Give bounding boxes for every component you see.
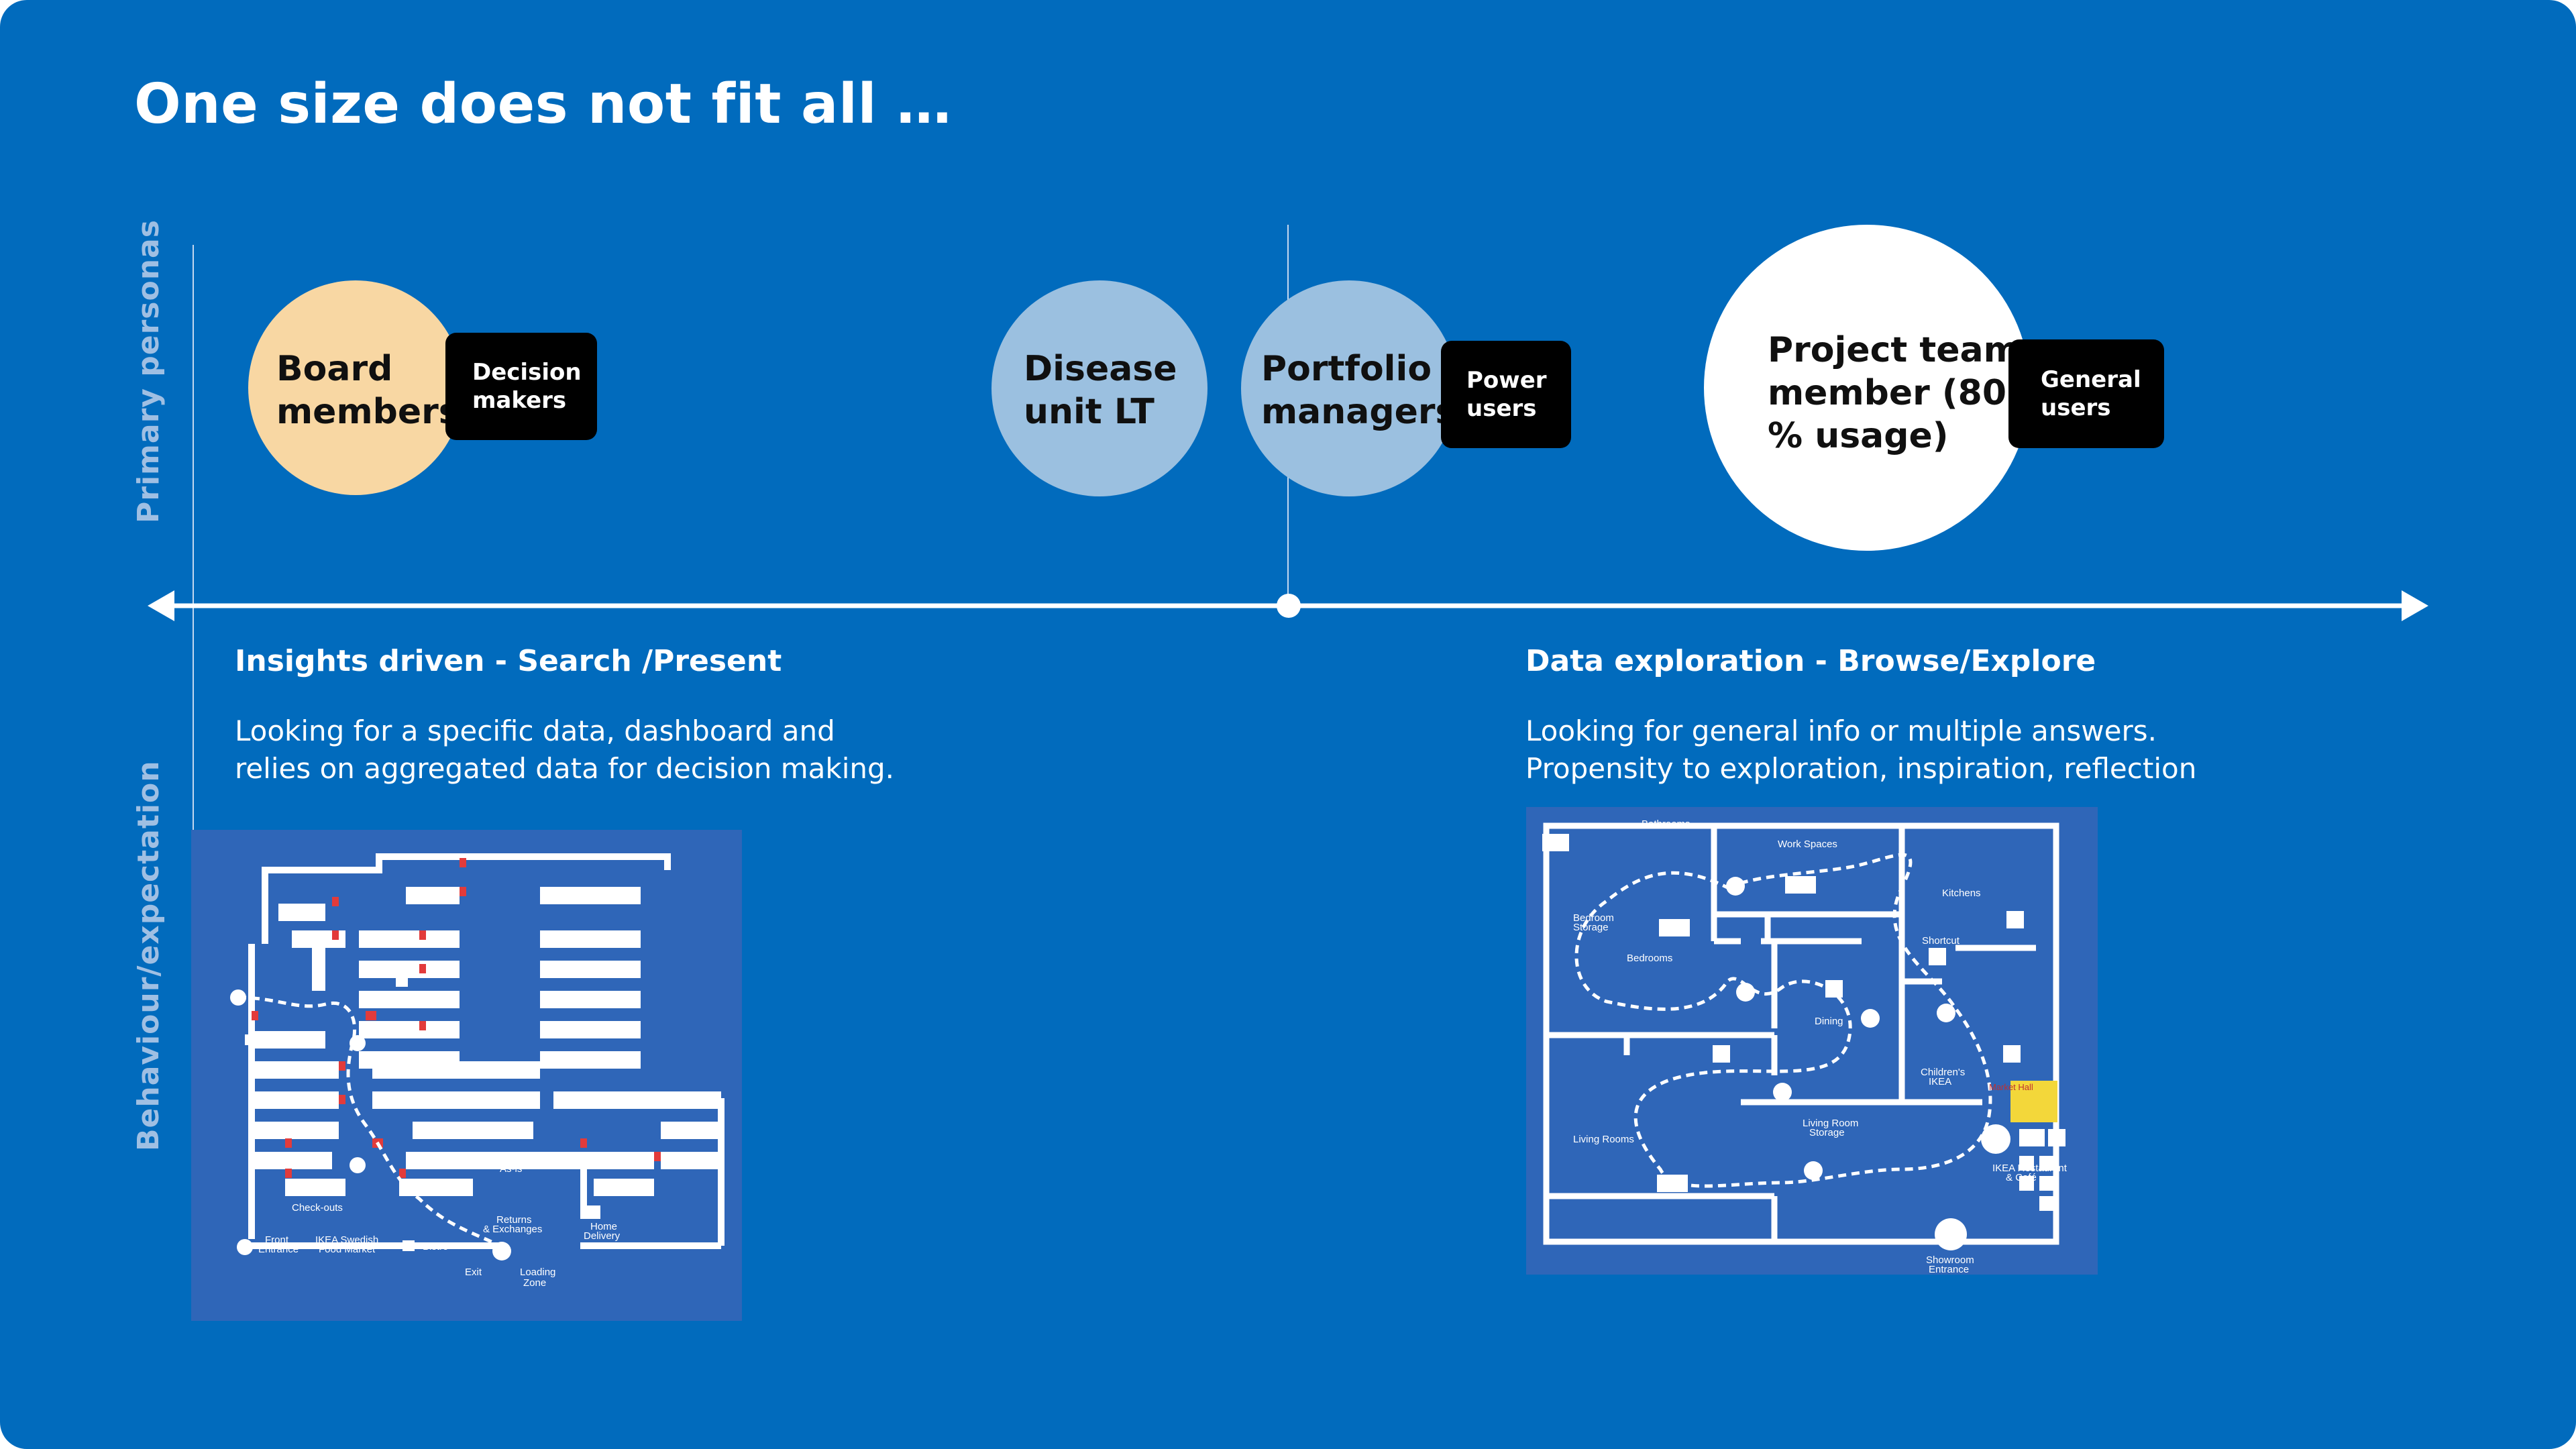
badge-line: Power [1466,367,1547,394]
right-description-line: Looking for general info or multiple ans… [1525,714,2157,747]
map-label-restaurant-1: IKEA Restaurant [1992,1163,2068,1174]
persona-board-members: Board members [248,280,463,495]
store-map-as-is: As-is Check-outs Returns & Exchanges Hom… [191,830,742,1321]
map-label-childrens-2: IKEA [1929,1076,1951,1087]
badge-decision-makers: Decision makers [445,333,597,440]
map-label-delivery: Delivery [584,1230,621,1242]
map-label-restaurant-2: & Café [2006,1172,2037,1183]
map-label-food-2: Food Market [319,1244,376,1255]
map-label-zone: Zone [523,1277,546,1289]
left-description-line: relies on aggregated data for decision m… [235,752,895,785]
persona-label-line: Disease [1024,349,1177,389]
persona-label-line: managers [1261,392,1456,432]
map-label-bistro: Bistro [423,1241,448,1252]
persona-label-line: % usage) [1768,416,1949,456]
persona-label-line: unit LT [1024,392,1155,432]
map-label-showroom-2: Entrance [1929,1264,1969,1275]
map-label-dining: Dining [1815,1016,1843,1027]
right-heading: Data exploration - Browse/Explore [1525,644,2096,678]
map-label-exchanges: & Exchanges [483,1224,542,1235]
left-vertical-line [193,245,194,1308]
persona-disease-unit-lt: Disease unit LT [991,280,1208,496]
map-label-bedrooms: Bedrooms [1627,953,1672,964]
store-map-explore: Market Hall Bathrooms Work Spaces Kitche… [1526,807,2098,1275]
map-label-front: Front [265,1234,289,1246]
right-description-line: Propensity to exploration, inspiration, … [1525,752,2197,785]
map-label-returns: Returns [496,1214,532,1226]
map-label-living-rooms: Living Rooms [1573,1134,1634,1145]
map-label-food-1: IKEA Swedish [315,1234,378,1246]
map-label-bathrooms: Bathrooms [1642,818,1690,830]
badge-line: users [1466,395,1537,422]
left-heading: Insights driven - Search /Present [235,644,782,678]
axis-center-dot [1277,594,1301,618]
map-label-living-room-storage-1: Living Room [1803,1118,1858,1129]
badge-power-users: Power users [1441,341,1571,448]
map-label-exit: Exit [465,1267,482,1278]
page-title: One size does not fit all … [134,72,952,136]
persona-label-line: members [276,392,460,432]
map-label-home: Home [590,1221,617,1232]
map-label-kitchens: Kitchens [1942,888,1981,899]
map-label-workspaces: Work Spaces [1778,839,1837,850]
persona-label-line: Board [276,349,393,389]
map-label-showroom-1: Showroom [1926,1254,1974,1266]
map-label-shortcut: Shortcut [1922,935,1960,947]
map-label-childrens-1: Children's [1921,1067,1965,1078]
persona-label-line: member (80 [1768,373,2007,413]
axis-right-arrow-icon [2402,590,2428,621]
persona-project-team-member: Project team member (80 % usage) [1704,225,2030,551]
badge-line: General [2041,366,2141,393]
map-label-entrance: Entrance [258,1244,299,1255]
map-label-as-is: As-is [500,1163,522,1175]
persona-label-line: Project team [1768,330,2020,370]
badge-line: users [2041,394,2111,421]
map-label-checkouts: Check-outs [292,1202,343,1214]
left-description-line: Looking for a specific data, dashboard a… [235,714,835,747]
map-label-bedroom-storage-1: Bedroom [1573,912,1614,924]
map-label-living-room-storage-2: Storage [1809,1127,1845,1138]
persona-label-line: Portfolio [1261,349,1432,389]
badge-line: Decision [472,359,582,386]
badge-general-users: General users [2008,339,2164,448]
persona-portfolio-managers: Portfolio managers [1241,280,1457,496]
axis-left-arrow-icon [148,590,174,621]
badge-line: makers [472,387,567,414]
map-label-loading: Loading [520,1267,555,1278]
map-label-market-hall: Market Hall [1989,1082,2033,1092]
map-label-bedroom-storage-2: Storage [1573,922,1609,933]
